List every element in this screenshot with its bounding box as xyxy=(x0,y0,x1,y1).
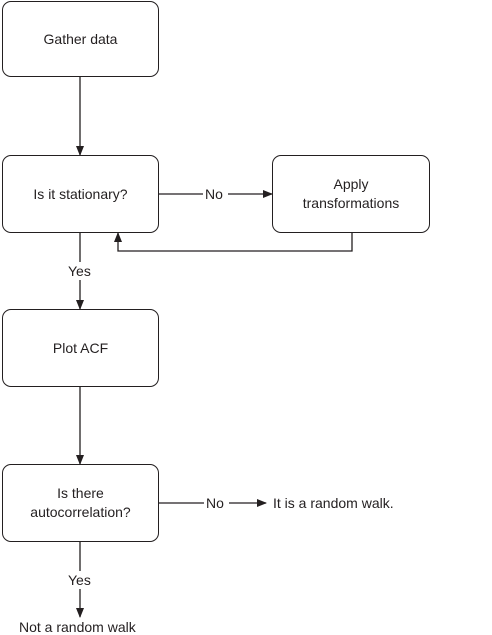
decision-is-stationary-label: Is it stationary? xyxy=(33,185,128,202)
outcome-not-random-walk: Not a random walk xyxy=(19,619,136,635)
edge-label-autocorr-yes: Yes xyxy=(68,572,91,588)
node-apply-transformations: Apply transformations xyxy=(272,155,430,233)
node-apply-transformations-line1: Apply xyxy=(333,176,369,192)
edge-label-stationary-no: No xyxy=(205,186,223,202)
decision-is-autocorrelation-line1: Is there xyxy=(57,485,104,501)
decision-is-autocorrelation-line2: autocorrelation? xyxy=(30,504,131,520)
decision-is-autocorrelation: Is there autocorrelation? xyxy=(2,464,159,542)
decision-is-stationary: Is it stationary? xyxy=(2,155,159,233)
node-gather-data-label: Gather data xyxy=(43,30,118,47)
node-plot-acf-label: Plot ACF xyxy=(52,339,109,356)
edge-transform-loop-back xyxy=(114,232,353,252)
node-gather-data: Gather data xyxy=(2,1,159,77)
edge-label-stationary-yes: Yes xyxy=(68,263,91,279)
node-apply-transformations-line2: transformations xyxy=(302,195,400,211)
outcome-random-walk: It is a random walk. xyxy=(273,495,394,511)
node-plot-acf: Plot ACF xyxy=(2,309,159,387)
edge-label-autocorr-no: No xyxy=(206,495,224,511)
